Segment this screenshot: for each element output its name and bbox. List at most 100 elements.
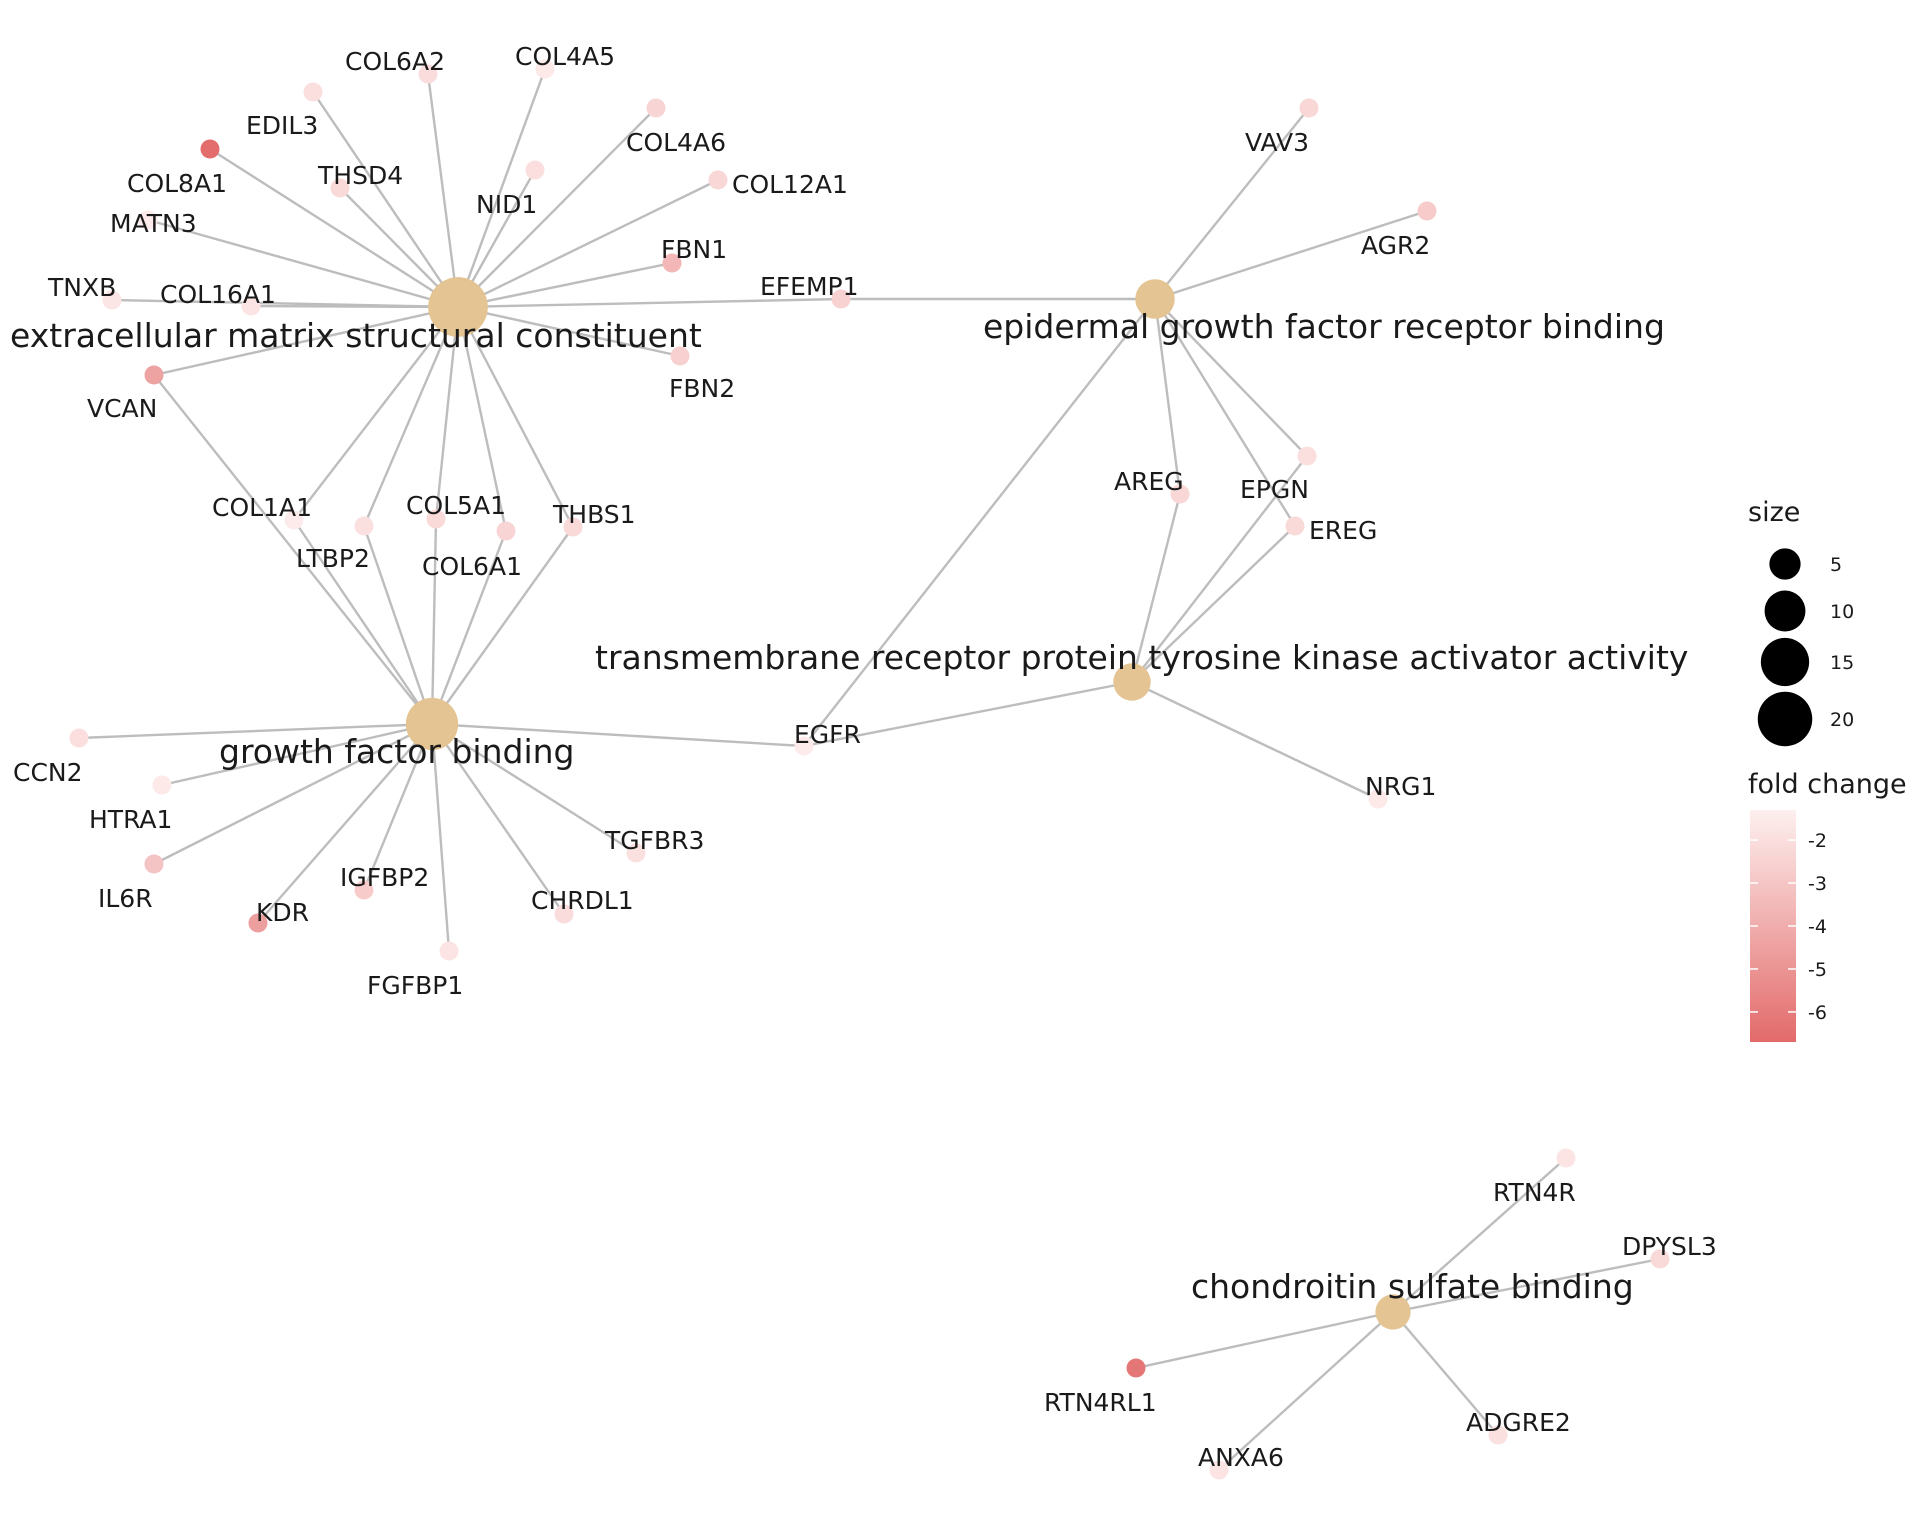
gene-node-fbn2[interactable]	[670, 346, 690, 366]
edge-tmrptk-ereg	[1131, 525, 1296, 683]
edge-csb-adgre2	[1392, 1311, 1499, 1436]
gene-node-col4a5[interactable]	[535, 59, 555, 79]
gene-node-dpysl3[interactable]	[1650, 1249, 1670, 1269]
gene-node-rtn4rl1[interactable]	[1126, 1358, 1146, 1378]
edge-gfb-kdr	[257, 723, 433, 924]
gene-node-anxa6[interactable]	[1209, 1460, 1229, 1480]
term-node-tmrptk[interactable]	[1113, 663, 1151, 701]
edge-egfr-bind-vav3	[1154, 107, 1310, 300]
gene-node-vav3[interactable]	[1299, 98, 1319, 118]
gene-label-il6r: IL6R	[98, 884, 153, 913]
gene-node-kdr[interactable]	[248, 913, 268, 933]
gene-node-nrg1[interactable]	[1368, 789, 1388, 809]
gene-node-matn3[interactable]	[138, 210, 158, 230]
gene-node-edil3[interactable]	[303, 82, 323, 102]
gene-node-epgn[interactable]	[1297, 446, 1317, 466]
gene-node-adgre2[interactable]	[1488, 1425, 1508, 1445]
gene-node-ccn2[interactable]	[69, 728, 89, 748]
gene-node-col6a2[interactable]	[418, 64, 438, 84]
edge-gfb-egfr	[431, 722, 805, 748]
fold-tick-label-0: -2	[1808, 830, 1827, 852]
gene-label-col8a1: COL8A1	[127, 169, 227, 198]
term-label-ecm: extracellular matrix structural constitu…	[10, 316, 702, 355]
gene-label-anxa6: ANXA6	[1198, 1443, 1284, 1472]
edge-gfb-ltbp2	[362, 525, 434, 725]
gene-label-adgre2: ADGRE2	[1466, 1408, 1571, 1437]
term-node-ecm[interactable]	[428, 277, 488, 337]
gene-node-vcan[interactable]	[144, 365, 164, 385]
gene-label-thsd4: THSD4	[317, 161, 403, 190]
edge-gfb-igfbp2	[362, 723, 434, 891]
size-legend-dot-15	[1760, 637, 1810, 687]
term-label-gfb: growth factor binding	[219, 732, 575, 771]
edge-gfb-ccn2	[78, 722, 433, 740]
edge-ecm-efemp1	[457, 297, 842, 309]
term-node-csb[interactable]	[1375, 1294, 1411, 1330]
gene-node-thbs1[interactable]	[563, 517, 583, 537]
gene-label-rtn4rl1: RTN4RL1	[1044, 1388, 1157, 1417]
gene-node-thsd4[interactable]	[330, 178, 350, 198]
edge-ecm-matn3	[147, 218, 459, 309]
gene-node-fbn1[interactable]	[662, 253, 682, 273]
gene-node-htra1[interactable]	[152, 775, 172, 795]
fold-change-ticks: -2-3-4-5-6	[1750, 830, 1827, 1024]
gene-node-rtn4r[interactable]	[1556, 1148, 1576, 1168]
edge-ecm-vcan	[153, 305, 459, 377]
gene-label-epgn: EPGN	[1240, 475, 1309, 504]
edge-gfb-col1a1	[293, 519, 433, 725]
gene-label-areg: AREG	[1114, 467, 1184, 496]
gene-label-efemp1: EFEMP1	[760, 272, 859, 301]
gene-label-col1a1: COL1A1	[212, 493, 312, 522]
edge-ecm-edil3	[312, 91, 459, 308]
fold-tick-label-3: -5	[1808, 959, 1827, 981]
gene-node-col12a1[interactable]	[708, 170, 728, 190]
fold-change-legend-title: fold change	[1748, 769, 1907, 800]
edge-ecm-col5a1	[434, 306, 460, 520]
edge-ecm-col8a1	[209, 147, 459, 309]
gene-node-col16a1[interactable]	[241, 296, 261, 316]
gene-node-nid1[interactable]	[525, 160, 545, 180]
edge-csb-rtn4r	[1392, 1157, 1567, 1313]
gene-node-ltbp2[interactable]	[354, 516, 374, 536]
edge-ecm-col12a1	[457, 178, 719, 309]
edge-ecm-fbn2	[457, 305, 681, 358]
gene-node-col8a1[interactable]	[200, 139, 220, 159]
edge-gfb-vcan	[153, 374, 433, 725]
gene-node-il6r[interactable]	[144, 854, 164, 874]
gene-node-agr2[interactable]	[1417, 201, 1437, 221]
edge-egfr-bind-epgn	[1154, 298, 1308, 457]
fold-tick-label-2: -4	[1808, 916, 1827, 938]
gene-node-col5a1[interactable]	[426, 509, 446, 529]
edge-csb-rtn4rl1	[1135, 1310, 1394, 1370]
gene-node-col1a1[interactable]	[284, 510, 304, 530]
gene-label-igfbp2: IGFBP2	[340, 863, 429, 892]
edge-tmrptk-epgn	[1131, 455, 1308, 683]
edge-gfb-il6r	[153, 722, 433, 866]
gene-node-egfr[interactable]	[794, 736, 814, 756]
gene-node-ereg[interactable]	[1285, 516, 1305, 536]
edge-ecm-col1a1	[293, 306, 459, 521]
gene-node-col6a1[interactable]	[496, 521, 516, 541]
gene-node-efemp1[interactable]	[831, 289, 851, 309]
gene-node-tgfbr3[interactable]	[626, 843, 646, 863]
edge-tmrptk-egfr	[803, 680, 1133, 748]
gene-label-dpysl3: DPYSL3	[1622, 1232, 1717, 1261]
gene-node-tnxb[interactable]	[102, 290, 122, 310]
term-label-tmrptk: transmembrane receptor protein tyrosine …	[595, 638, 1688, 677]
edge-gfb-tgfbr3	[431, 722, 637, 855]
edge-ecm-col4a6	[457, 107, 657, 308]
gene-label-nid1: NID1	[476, 190, 537, 219]
gene-node-col4a6[interactable]	[646, 98, 666, 118]
size-legend-label-20: 20	[1830, 709, 1854, 731]
gene-label-thbs1: THBS1	[552, 500, 636, 529]
edge-gfb-thbs1	[431, 526, 574, 725]
edge-ecm-col6a1	[456, 306, 508, 532]
term-node-egfr-bind[interactable]	[1135, 279, 1175, 319]
gene-node-chrdl1[interactable]	[554, 904, 574, 924]
term-node-gfb[interactable]	[405, 697, 459, 751]
gene-node-fgfbp1[interactable]	[439, 941, 459, 961]
gene-node-igfbp2[interactable]	[354, 880, 374, 900]
gene-node-areg[interactable]	[1170, 484, 1190, 504]
